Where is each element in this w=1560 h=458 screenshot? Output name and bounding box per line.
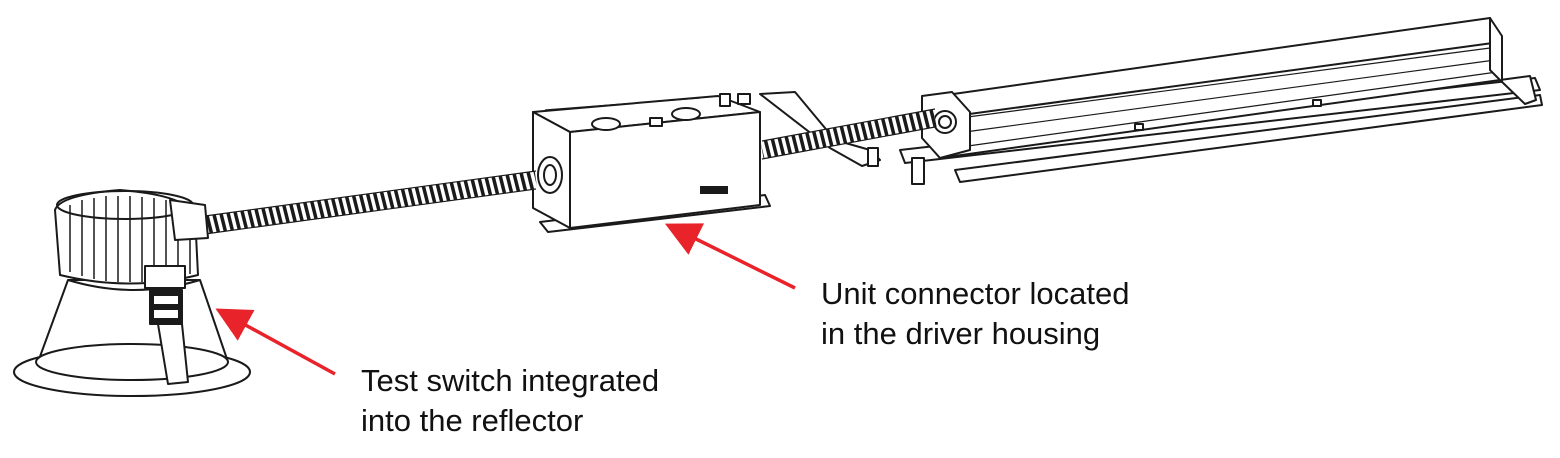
switch-callout-text: Test switch integrated into the reflecto…: [361, 361, 659, 441]
switch-callout-line-1: Test switch integrated: [361, 363, 660, 398]
connector-callout-text: Unit connector located in the driver hou…: [821, 274, 1129, 354]
connector-callout-line-1: Unit connector located: [821, 276, 1130, 311]
flex-conduit-lower: [203, 171, 538, 234]
test-switch: [144, 265, 189, 385]
connector-callout-line-2: in the driver housing: [821, 316, 1101, 351]
flex-conduit-upper: [760, 109, 937, 159]
switch-callout-line-2: into the reflector: [361, 403, 584, 438]
connector-callout-arrow: [664, 223, 796, 290]
driver-housing: [759, 17, 1543, 185]
junction-box: [532, 93, 771, 233]
switch-callout-arrow: [215, 308, 336, 376]
